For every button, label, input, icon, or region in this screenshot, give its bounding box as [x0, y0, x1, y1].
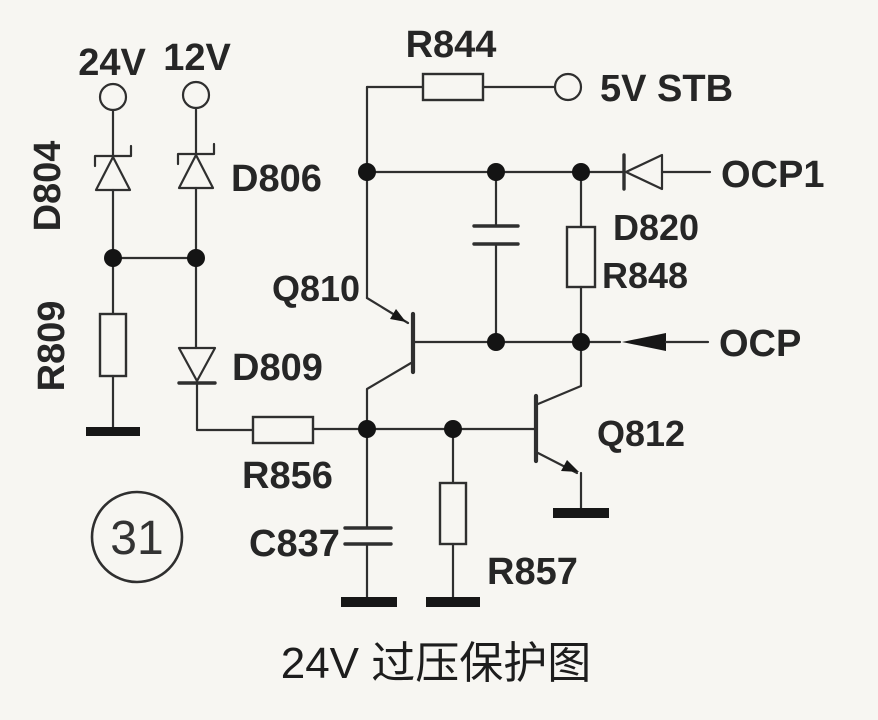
- capacitor-upper: [472, 170, 520, 344]
- badge-circle-icon: [90, 490, 184, 584]
- collector-lead: [536, 340, 583, 406]
- r844-label: R844: [406, 24, 497, 66]
- d809-label: D809: [232, 347, 323, 389]
- resistor-r848: R848: [565, 170, 688, 344]
- ground-icon: [341, 597, 397, 607]
- terminal-5v-stb-label: 5V STB: [600, 68, 733, 110]
- resistor-body-icon: [421, 72, 485, 102]
- r809-label: R809: [31, 301, 73, 392]
- terminal-12v: 12V: [163, 37, 231, 110]
- capacitor-c837: C837: [249, 427, 397, 607]
- diode-d809: D809: [177, 256, 323, 432]
- terminal-ocp-label: OCP: [719, 323, 801, 365]
- transistor-q812: Q812: [533, 340, 685, 518]
- d804-label: D804: [27, 141, 69, 232]
- transistor-q810: Q810: [272, 268, 622, 431]
- terminal-12v-label: 12V: [163, 37, 231, 79]
- diode-triangle-icon: [177, 153, 215, 190]
- r848-label: R848: [602, 255, 688, 296]
- resistor-r856: R856: [242, 415, 536, 497]
- terminal-circle-icon: [98, 82, 128, 112]
- resistor-body-icon: [98, 312, 128, 378]
- terminal-circle-icon: [181, 80, 211, 110]
- terminal-24v: 24V: [78, 42, 146, 112]
- resistor-body-icon: [565, 225, 597, 289]
- q810-label: Q810: [272, 268, 360, 309]
- diode-triangle-icon: [624, 153, 664, 191]
- resistor-body-icon: [251, 415, 315, 445]
- wire: [195, 381, 255, 432]
- zener-diode-d806: D806: [176, 106, 322, 260]
- collector-lead: [365, 361, 413, 431]
- d806-label: D806: [231, 158, 322, 200]
- junction-dot-icon: [358, 420, 376, 438]
- junction-dot-icon: [444, 420, 462, 438]
- r856-label: R856: [242, 455, 333, 497]
- ground-icon: [426, 597, 480, 607]
- emitter-arrow-icon: [390, 309, 406, 322]
- zener-diode-d804: D804: [27, 108, 133, 260]
- junction-dot-icon: [487, 333, 505, 351]
- junction-dot-icon: [572, 333, 590, 351]
- signal-arrow-icon: [622, 333, 666, 351]
- diode-d820: D820: [613, 153, 712, 248]
- junction-dots: [104, 163, 590, 438]
- junction-dot-icon: [187, 249, 205, 267]
- q812-label: Q812: [597, 413, 685, 454]
- diagram-title: 24V 过压保护图: [281, 639, 592, 688]
- resistor-r809: R809: [31, 256, 140, 436]
- terminal-24v-label: 24V: [78, 42, 146, 84]
- ocp-input: OCP: [622, 323, 801, 365]
- figure-number-badge: 31: [90, 490, 184, 584]
- terminal-5v-stb: 5V STB: [553, 68, 733, 110]
- diode-triangle-icon: [94, 155, 132, 192]
- resistor-r844: R844: [365, 24, 557, 102]
- terminal-circle-icon: [553, 72, 583, 102]
- junction-dot-icon: [104, 249, 122, 267]
- junction-dot-icon: [487, 163, 505, 181]
- c837-label: C837: [249, 523, 340, 565]
- ground-icon: [553, 508, 609, 518]
- d820-label: D820: [613, 207, 699, 248]
- resistor-body-icon: [438, 481, 468, 546]
- junction-dot-icon: [572, 163, 590, 181]
- r857-label: R857: [487, 551, 578, 593]
- terminal-ocp1-label: OCP1: [721, 154, 824, 196]
- diode-triangle-icon: [177, 346, 217, 383]
- ground-icon: [86, 427, 140, 436]
- junction-dot-icon: [358, 163, 376, 181]
- emitter-arrow-icon: [561, 460, 579, 472]
- figure-number: 31: [110, 512, 163, 565]
